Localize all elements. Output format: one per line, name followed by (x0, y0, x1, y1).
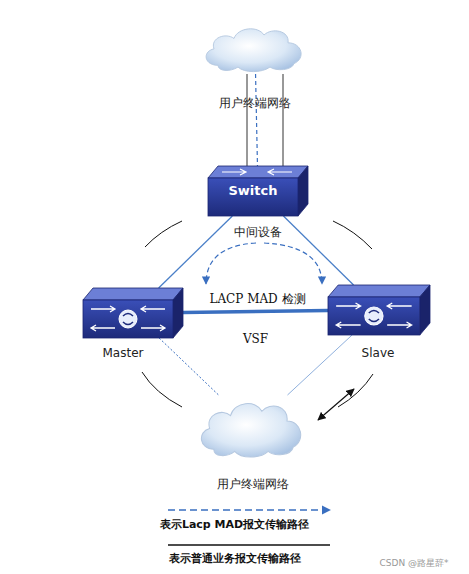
device-shape (83, 288, 183, 338)
ring-arc (333, 221, 372, 249)
link-line (159, 216, 233, 288)
uplink-line (283, 74, 284, 168)
node-label: Master (73, 346, 173, 360)
node-label: 用户终端网络 (180, 96, 330, 110)
watermark: CSDN @路星辞* (360, 558, 468, 569)
link-line (183, 311, 328, 313)
device-shape (328, 285, 430, 335)
legend-sample-solid (168, 544, 330, 546)
uplink-line (247, 74, 248, 168)
link-line (283, 216, 353, 285)
legend-sample-dashed (168, 509, 330, 510)
cloud-shape (195, 395, 310, 460)
network-cloud: 用户终端网络 (195, 395, 310, 460)
link-line (256, 74, 258, 166)
vsf-device: Master (83, 288, 183, 338)
node-label: 用户终端网络 (175, 477, 330, 491)
mad-path-arrow (206, 243, 256, 284)
ring-arc (338, 374, 373, 407)
node-caption: 中间设备 (198, 225, 318, 239)
ring-arc (142, 372, 182, 407)
mad-path-arrow (264, 243, 322, 284)
node-label: Slave (328, 346, 428, 360)
link-line (159, 338, 218, 395)
ring-arc (145, 221, 182, 247)
traffic-arrow (318, 389, 354, 420)
node-label: Switch (208, 183, 298, 199)
edge-label: VSF (216, 332, 296, 346)
legend-text: 表示Lacp MAD报文传输路径 (0, 518, 469, 531)
switch-device: Switch中间设备 (208, 166, 308, 216)
cloud-shape (200, 22, 310, 74)
network-cloud: 用户终端网络 (200, 22, 310, 74)
vsf-device: Slave (328, 285, 430, 335)
annotation-label: LACP MAD 检测 (195, 292, 320, 306)
legend-text: 表示普通业务报文传输路径 (0, 552, 469, 565)
link-line (287, 335, 352, 395)
